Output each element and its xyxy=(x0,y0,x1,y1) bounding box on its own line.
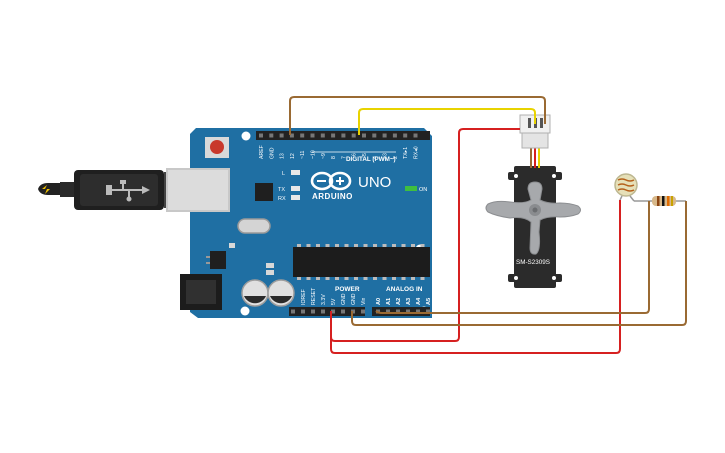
power-label: POWER xyxy=(335,286,360,293)
capacitor xyxy=(267,279,295,307)
digital-pin-label: 2 xyxy=(393,156,399,159)
digital-pin-hole[interactable] xyxy=(300,133,305,138)
power-pin-label: GND xyxy=(341,293,347,305)
digital-pin-hole[interactable] xyxy=(320,133,325,138)
wire-a0-sensor[interactable] xyxy=(375,201,650,314)
usb-cable xyxy=(38,170,168,210)
mount-hole xyxy=(240,306,250,316)
digital-pin-hole[interactable] xyxy=(403,133,408,138)
wire-signal-servo[interactable] xyxy=(358,108,536,135)
power-pin-hole[interactable] xyxy=(321,309,325,314)
digital-pin-label: ~10 xyxy=(311,150,317,159)
digital-pin-label: AREF xyxy=(259,145,265,159)
power-pin-hole[interactable] xyxy=(311,309,315,314)
led-tx xyxy=(291,186,300,191)
on-led xyxy=(405,186,417,191)
analog-pin-label: A1 xyxy=(386,298,392,305)
power-pin-hole[interactable] xyxy=(291,309,295,314)
power-pin-hole[interactable] xyxy=(361,309,365,314)
led-rx xyxy=(291,195,300,200)
resistor[interactable] xyxy=(634,196,686,206)
analog-pin-hole[interactable] xyxy=(416,309,420,314)
analog-header[interactable] xyxy=(372,307,430,316)
digital-pin-label: ~5 xyxy=(362,153,368,159)
digital-pin-label: 8 xyxy=(331,156,337,159)
analog-pin-label: A2 xyxy=(396,298,402,305)
analog-pin-label: A5 xyxy=(426,298,432,305)
digital-pin-hole[interactable] xyxy=(331,133,336,138)
digital-pin-hole[interactable] xyxy=(341,133,346,138)
digital-pin-hole[interactable] xyxy=(351,133,356,138)
digital-pin-hole[interactable] xyxy=(279,133,284,138)
digital-label: DIGITAL (PWM~) xyxy=(346,156,396,163)
servo-horn xyxy=(485,181,581,255)
power-pin-hole[interactable] xyxy=(341,309,345,314)
usb-icon xyxy=(106,180,150,202)
power-pin-label: 5V xyxy=(331,298,337,305)
model-label: UNO xyxy=(358,174,391,191)
power-pin-label: GND xyxy=(351,293,357,305)
digital-pin-hole[interactable] xyxy=(392,133,397,138)
analog-pin-label: A4 xyxy=(416,297,422,305)
wire-gnd-resistor[interactable] xyxy=(351,201,687,326)
digital-pin-label: 7 xyxy=(341,156,347,159)
digital-pin-label: GND xyxy=(269,147,275,159)
microcontroller-chip xyxy=(293,244,430,280)
brand-label: ARDUINO xyxy=(312,192,353,201)
crystal xyxy=(237,218,271,234)
regulator xyxy=(210,251,226,269)
analog-pin-hole[interactable] xyxy=(426,309,430,314)
digital-pin-label: 13 xyxy=(280,153,286,159)
led-l xyxy=(291,170,300,175)
digital-pin-label: 4 xyxy=(372,156,378,159)
power-header[interactable] xyxy=(289,307,365,316)
digital-pin-hole[interactable] xyxy=(372,133,377,138)
wire-5v-photoresistor[interactable] xyxy=(330,200,621,354)
capacitor xyxy=(241,279,269,307)
digital-pin-label: ~9 xyxy=(321,153,327,159)
power-pin-hole[interactable] xyxy=(301,309,305,314)
analog-pin-label: A0 xyxy=(376,298,382,305)
arduino-board[interactable]: L TX RX ON ARDUINO UNO AREF GND 13 12 ~11 ~10… xyxy=(166,128,432,318)
digital-pin-hole[interactable] xyxy=(269,133,274,138)
digital-pin-label: 12 xyxy=(290,153,296,159)
digital-pin-label: ~3 xyxy=(383,153,389,159)
digital-pin-hole[interactable] xyxy=(259,133,263,138)
on-label: ON xyxy=(419,187,427,193)
digital-pin-hole[interactable] xyxy=(413,133,418,138)
analog-pin-hole[interactable] xyxy=(396,309,400,314)
analog-pin-label: A3 xyxy=(406,298,412,305)
power-pin-label: RESET xyxy=(311,287,317,305)
digital-pin-hole[interactable] xyxy=(289,133,294,138)
analog-pin-hole[interactable] xyxy=(386,309,390,314)
photoresistor[interactable] xyxy=(614,173,638,202)
power-pin-hole[interactable] xyxy=(331,309,335,314)
power-pin-label: IOREF xyxy=(301,289,307,305)
reset-button[interactable] xyxy=(205,137,229,158)
led-label-rx: RX xyxy=(278,196,286,202)
led-label-l: L xyxy=(282,171,285,177)
servo-motor[interactable]: SM-S2309S xyxy=(485,114,581,288)
chip-small xyxy=(255,183,273,201)
digital-pin-label: TX▸1 xyxy=(403,147,409,159)
wire-gnd-servo[interactable] xyxy=(289,96,546,135)
servo-model-label: SM-S2309S xyxy=(516,259,550,266)
power-pin-label: 3.3V xyxy=(321,294,327,305)
analog-label: ANALOG IN xyxy=(386,286,423,293)
power-pin-label: Vin xyxy=(361,297,367,305)
digital-pin-hole[interactable] xyxy=(382,133,387,138)
digital-pin-label: RX◂0 xyxy=(414,146,420,159)
mount-hole xyxy=(241,131,251,141)
digital-pin-label: ~11 xyxy=(300,150,306,159)
arduino-logo-icon xyxy=(310,171,352,191)
digital-pin-label: ~6 xyxy=(352,153,358,159)
digital-pin-hole[interactable] xyxy=(362,133,366,138)
digital-pin-hole[interactable] xyxy=(310,133,315,138)
analog-pin-hole[interactable] xyxy=(406,309,410,314)
led-label-tx: TX xyxy=(278,187,285,193)
